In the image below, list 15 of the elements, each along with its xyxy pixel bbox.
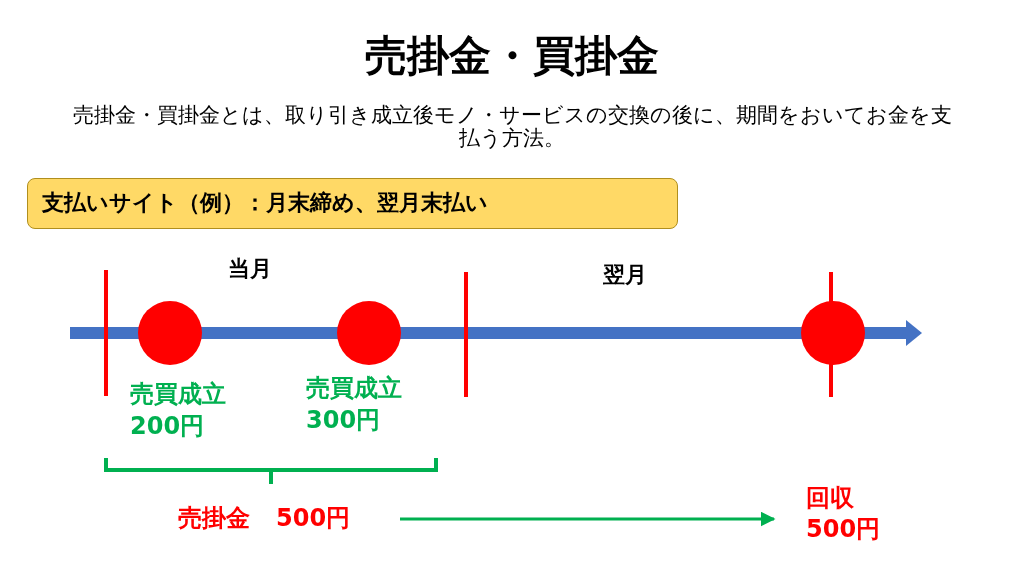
period-label: 翌月 xyxy=(602,262,648,289)
event-circle xyxy=(138,301,202,365)
arrow xyxy=(400,511,776,527)
period-label: 当月 xyxy=(227,256,273,283)
amount-label: 売掛金 xyxy=(178,503,250,535)
transaction-label: 売買成立 200円 xyxy=(130,379,227,443)
description-text: 売掛金・買掛金とは、取り引き成立後モノ・サービスの交換の後に、期間をおいてお金を支払う方法。 xyxy=(71,104,953,151)
event-circle xyxy=(801,301,865,365)
collection-label: 回収 500円 xyxy=(806,482,882,545)
transaction-label: 売買成立 300円 xyxy=(306,373,403,437)
note-text: 支払いサイト（例）：月末締め、翌月末払い xyxy=(42,189,488,218)
title: 売掛金・買掛金 xyxy=(364,30,660,82)
event-circle xyxy=(337,301,401,365)
note-box xyxy=(27,178,678,229)
amount-label: 500円 xyxy=(276,503,351,535)
